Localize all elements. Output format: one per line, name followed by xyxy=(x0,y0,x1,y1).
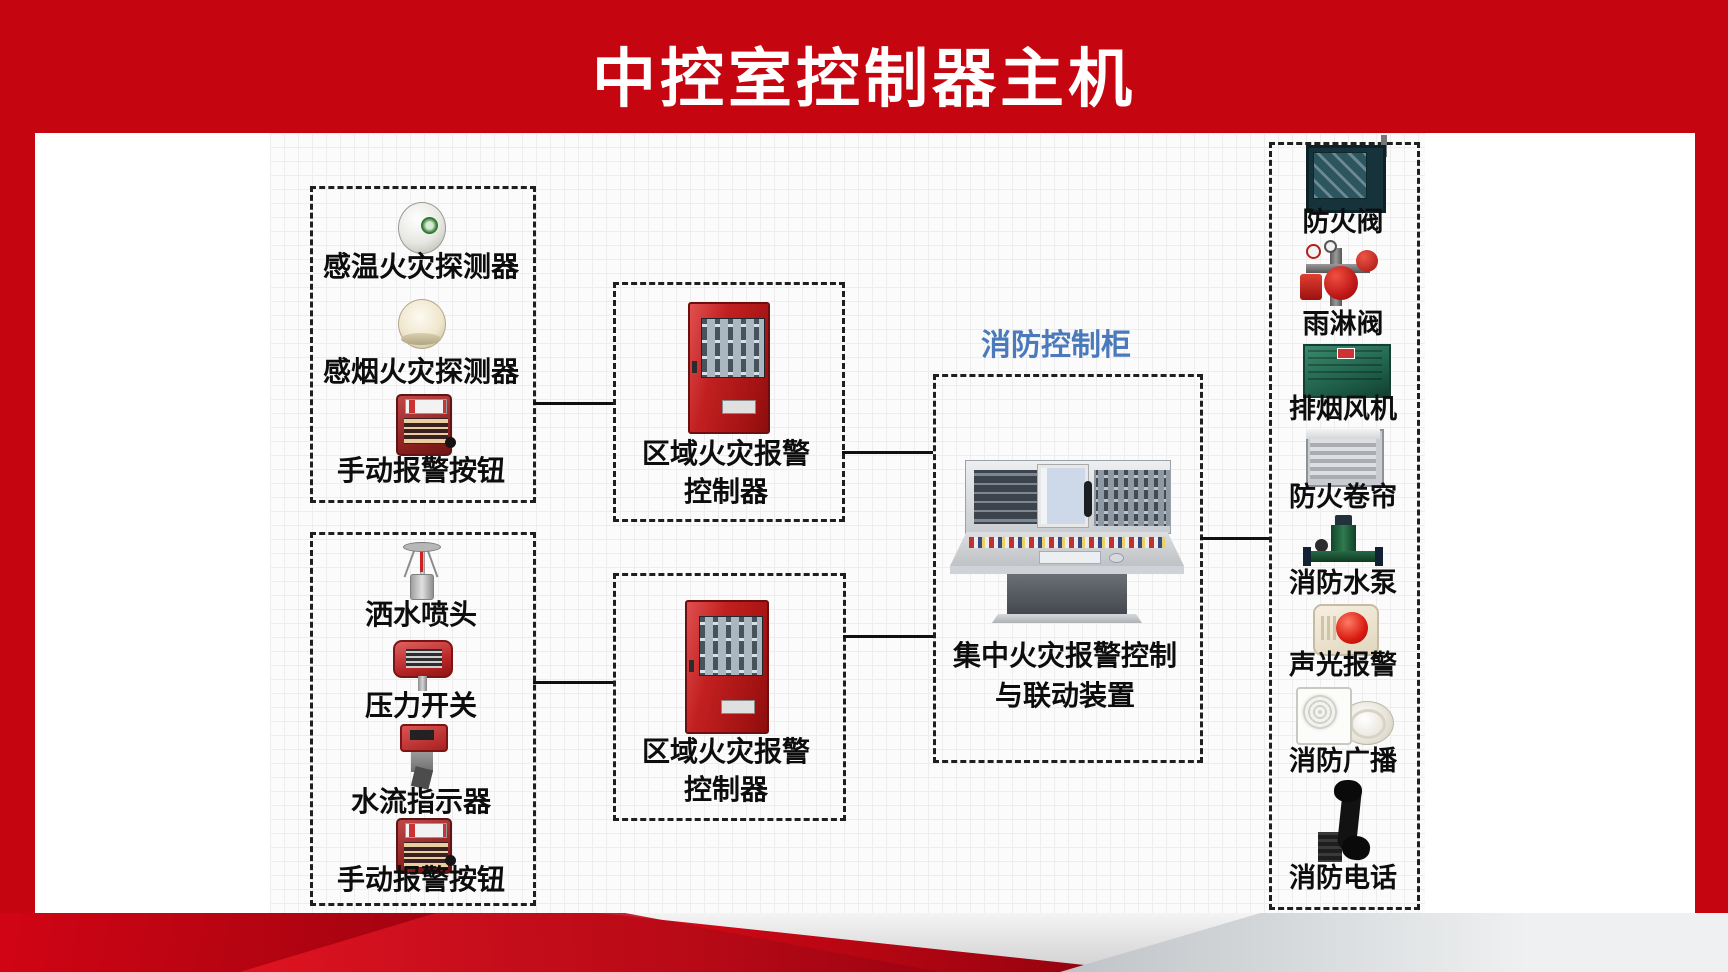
pressure-switch-icon xyxy=(393,640,453,692)
smoke-exhaust-fan-icon xyxy=(1303,344,1391,398)
manual-call-point-icon xyxy=(396,394,456,456)
control-cabinet-label-line1: 集中火灾报警控制 xyxy=(952,640,1177,671)
zone-controller-2-box xyxy=(613,573,846,821)
device-label: 感温火灾探测器 xyxy=(322,251,519,282)
fire-damper-icon xyxy=(1306,135,1387,213)
manual-call-point-icon xyxy=(396,818,456,874)
device-label: 防火阀 xyxy=(1302,207,1384,237)
output-group-box xyxy=(1269,142,1420,910)
connector-line xyxy=(533,402,613,405)
connector-line xyxy=(533,681,613,684)
drapery-silver-wedge xyxy=(1060,913,1728,972)
sprinkler-head-icon xyxy=(403,542,441,600)
deluge-valve-icon xyxy=(1300,240,1386,310)
fire-pump-icon xyxy=(1303,515,1383,567)
control-console-icon xyxy=(950,460,1184,624)
connector-line xyxy=(1200,537,1269,540)
zone-controller-2-label-line1: 区域火灾报警 xyxy=(641,736,810,767)
fire-broadcast-speakers-icon xyxy=(1296,687,1394,745)
zone-controller-1-label-line2: 控制器 xyxy=(683,476,768,507)
bottom-drapery-decoration xyxy=(0,913,1728,972)
device-label: 洒水喷头 xyxy=(364,599,477,630)
control-cabinet-label-line2: 与联动装置 xyxy=(994,680,1135,711)
zone-controller-1-box xyxy=(613,282,845,522)
zone-alarm-cabinet-icon xyxy=(685,600,769,734)
device-label: 消防电话 xyxy=(1289,863,1397,893)
water-flow-indicator-icon xyxy=(400,724,448,790)
zone-controller-2-label-line2: 控制器 xyxy=(683,774,768,805)
device-label: 感烟火灾探测器 xyxy=(322,356,519,387)
device-label: 防火卷帘 xyxy=(1289,482,1397,512)
detector-group-box xyxy=(310,186,536,503)
smoke-detector-icon xyxy=(398,299,446,349)
device-label: 声光报警 xyxy=(1289,650,1397,680)
page-title: 中控室控制器主机 xyxy=(592,43,1136,115)
zone-alarm-cabinet-icon xyxy=(688,302,770,434)
fire-roller-shutter-icon xyxy=(1306,429,1384,487)
device-label: 水流指示器 xyxy=(350,786,491,817)
device-label: 排烟风机 xyxy=(1289,394,1397,424)
device-label: 雨淋阀 xyxy=(1302,309,1384,339)
fire-telephone-icon xyxy=(1316,780,1376,864)
connector-line xyxy=(843,635,933,638)
device-label: 手动报警按钮 xyxy=(336,864,505,895)
control-cabinet-box xyxy=(933,374,1203,763)
device-label: 压力开关 xyxy=(364,690,477,721)
connector-line xyxy=(842,451,933,454)
zone-controller-1-label-line1: 区域火灾报警 xyxy=(641,438,810,469)
device-label: 手动报警按钮 xyxy=(336,455,505,486)
device-label: 消防广播 xyxy=(1289,746,1397,776)
grid-background xyxy=(270,133,1425,913)
device-label: 消防水泵 xyxy=(1289,568,1397,598)
heat-detector-icon xyxy=(398,202,446,254)
audible-visual-alarm-icon xyxy=(1313,604,1379,656)
fire-control-cabinet-tag: 消防控制柜 xyxy=(981,329,1131,362)
sprinkler-group-box xyxy=(310,532,536,906)
